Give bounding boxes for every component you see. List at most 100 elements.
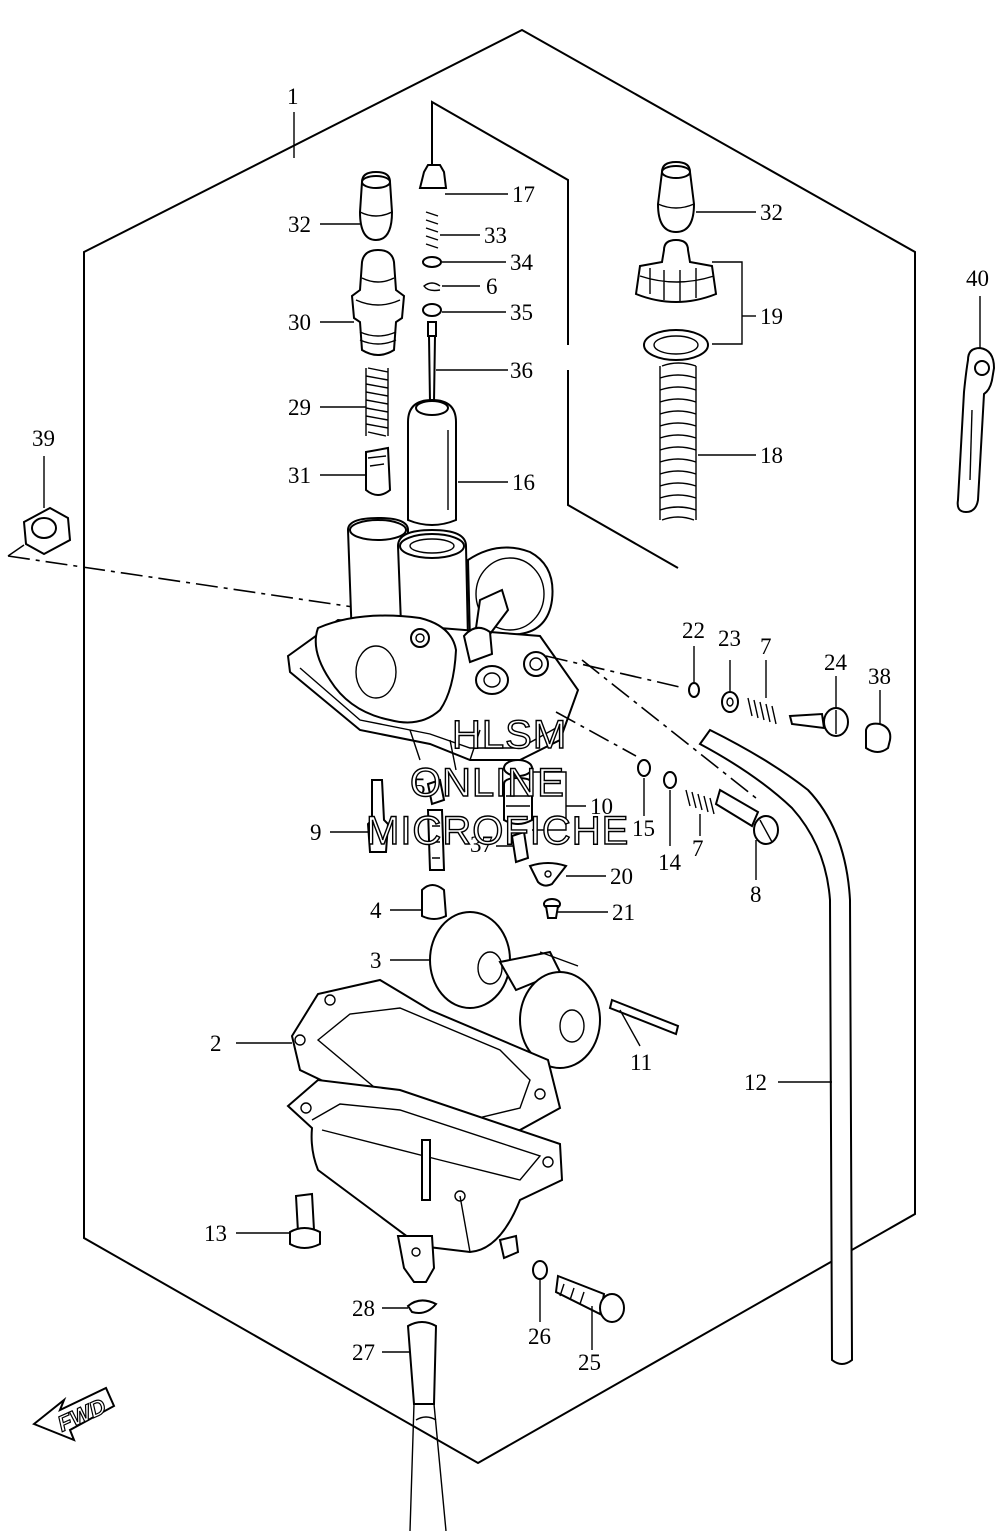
label-34: 34 — [510, 250, 534, 275]
cap-38 — [865, 722, 892, 753]
label-5: 5 — [414, 774, 426, 799]
spring-29 — [365, 367, 389, 437]
nut-39 — [22, 506, 72, 556]
cap-32-left — [358, 170, 394, 242]
label-25: 25 — [578, 1350, 601, 1375]
plunger-30 — [350, 248, 406, 356]
label-10: 10 — [590, 794, 613, 819]
label-28: 28 — [352, 1296, 375, 1321]
center-line-15 — [555, 711, 637, 757]
center-line-39 — [7, 555, 361, 609]
screw-25 — [554, 1274, 625, 1323]
tube-12 — [698, 728, 854, 1365]
part-labels: 1 17 33 34 6 35 36 16 32 30 29 31 32 19 … — [32, 84, 989, 1375]
watermark: HLSM ONLINE MICROFICHE — [365, 712, 629, 853]
washer-15 — [637, 759, 651, 777]
label-20: 20 — [610, 864, 633, 889]
label-6: 6 — [486, 274, 498, 299]
jet-holder-10 — [503, 759, 533, 825]
label-27: 27 — [352, 1340, 375, 1365]
washer-34 — [422, 256, 442, 268]
screw-13 — [289, 1192, 321, 1249]
slide-16 — [407, 398, 457, 526]
label-37: 37 — [470, 832, 493, 857]
spring-33 — [425, 211, 439, 249]
label-14: 14 — [658, 850, 682, 875]
label-22: 22 — [682, 618, 705, 643]
tube-27 — [406, 1321, 447, 1531]
label-3: 3 — [370, 948, 382, 973]
cap-19 — [634, 238, 718, 303]
label-9: 9 — [310, 820, 322, 845]
gasket-19 — [643, 329, 709, 361]
label-17: 17 — [512, 182, 535, 207]
screw-8 — [714, 788, 779, 845]
label-1: 1 — [287, 84, 299, 109]
plate-20 — [528, 862, 568, 887]
watermark-line-2: ONLINE — [410, 761, 565, 805]
label-30: 30 — [288, 310, 311, 335]
clip-28 — [406, 1299, 438, 1314]
washer-22 — [688, 682, 700, 698]
label-21: 21 — [612, 900, 635, 925]
label-7-upper: 7 — [760, 634, 772, 659]
bracket-40 — [956, 346, 996, 514]
float-3 — [429, 911, 601, 1069]
assembly-boundary — [83, 28, 916, 1465]
washer-14 — [663, 771, 677, 789]
washer-23 — [721, 691, 739, 713]
label-32-right: 32 — [760, 200, 783, 225]
watermark-line-3: MICROFICHE — [366, 809, 629, 853]
label-11: 11 — [630, 1050, 652, 1075]
label-31: 31 — [288, 463, 311, 488]
label-33: 33 — [484, 223, 507, 248]
label-18: 18 — [760, 443, 783, 468]
cap-17 — [418, 164, 448, 189]
label-26: 26 — [528, 1324, 551, 1349]
cap-32-right — [656, 160, 696, 234]
label-15: 15 — [632, 816, 655, 841]
spring-7-lower — [685, 789, 715, 815]
label-16: 16 — [512, 470, 535, 495]
label-23: 23 — [718, 626, 741, 651]
main-jet-4 — [421, 884, 448, 920]
plunger-31 — [365, 446, 392, 496]
clip-6 — [423, 282, 441, 292]
needle-jet-9 — [366, 779, 390, 853]
label-36: 36 — [510, 358, 533, 383]
label-19: 19 — [760, 304, 783, 329]
emulsion-tube — [426, 809, 446, 871]
label-40: 40 — [966, 266, 989, 291]
label-38: 38 — [868, 664, 891, 689]
screw-24 — [788, 707, 849, 737]
label-39: 39 — [32, 426, 55, 451]
label-4: 4 — [370, 898, 382, 923]
fwd-arrow-icon: FWD — [32, 1386, 116, 1442]
label-8: 8 — [750, 882, 762, 907]
float-bowl — [286, 1078, 564, 1283]
leader-lines — [43, 193, 981, 1353]
label-13: 13 — [204, 1221, 227, 1246]
jet-5 — [426, 778, 446, 806]
jet-37 — [510, 830, 530, 864]
label-2: 2 — [210, 1031, 222, 1056]
label-24: 24 — [824, 650, 848, 675]
slide-group-boundary-2 — [567, 370, 679, 569]
washer-26 — [532, 1260, 548, 1280]
label-12: 12 — [744, 1070, 767, 1095]
label-7-lower: 7 — [692, 836, 704, 861]
spring-18 — [659, 362, 697, 521]
pin-11 — [608, 998, 680, 1036]
center-line-39-tick — [7, 544, 25, 557]
needle-36 — [427, 321, 437, 403]
screw-21 — [543, 898, 561, 919]
watermark-line-1: HLSM — [452, 713, 567, 757]
label-29: 29 — [288, 395, 311, 420]
slide-group-boundary — [431, 100, 569, 345]
center-line-22 — [545, 655, 685, 689]
label-35: 35 — [510, 300, 533, 325]
carburetor-body — [286, 516, 580, 771]
seat-35 — [422, 303, 442, 317]
